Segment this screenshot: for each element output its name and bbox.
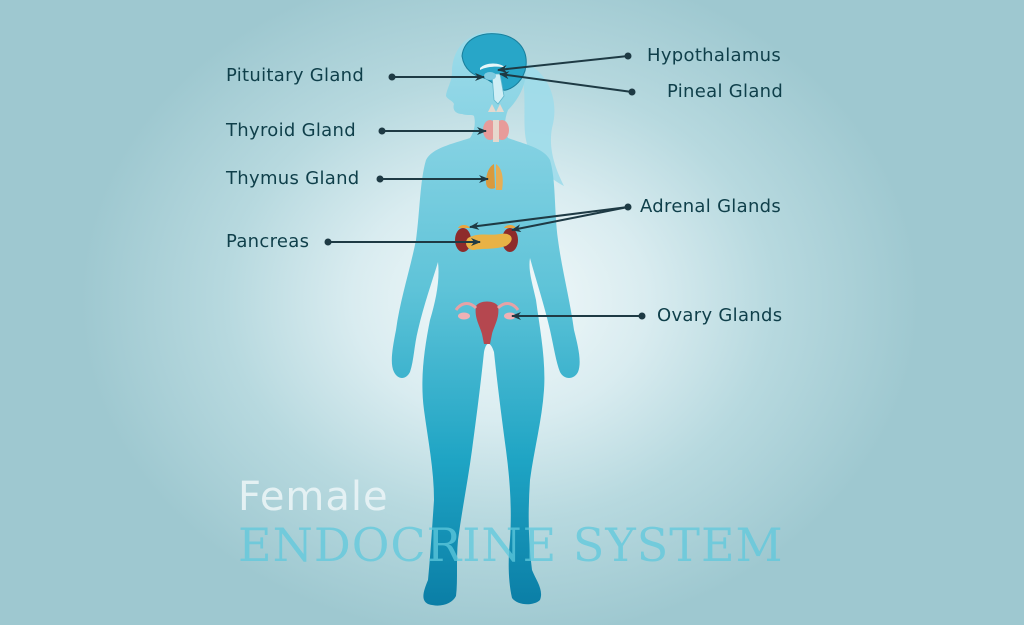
adrenal-right-leader-line bbox=[511, 206, 629, 233]
thymus-dot bbox=[376, 175, 384, 183]
label-ovary-glands: Ovary Glands bbox=[657, 305, 783, 326]
pineal-leader-line bbox=[499, 71, 633, 93]
label-thymus-gland: Thymus Gland bbox=[226, 168, 360, 189]
label-pineal-gland: Pineal Gland bbox=[667, 81, 784, 102]
title-female: Female bbox=[238, 474, 389, 520]
pituitary-dot bbox=[388, 73, 396, 81]
label-adrenal-glands: Adrenal Glands bbox=[640, 196, 782, 217]
ovary-dot bbox=[638, 312, 646, 320]
pineal-dot bbox=[628, 88, 636, 96]
hypothalamus-leader-line bbox=[497, 55, 629, 74]
label-thyroid-gland: Thyroid Gland bbox=[226, 120, 356, 141]
leader-lines bbox=[328, 55, 642, 320]
thyroid-dot bbox=[378, 127, 386, 135]
hypothalamus-dot bbox=[624, 52, 632, 60]
label-pancreas: Pancreas bbox=[226, 231, 310, 252]
leader-dots bbox=[324, 52, 646, 320]
hair-shape bbox=[520, 60, 564, 186]
brainstem-shape bbox=[491, 73, 505, 105]
label-hypothalamus: Hypothalamus bbox=[647, 45, 782, 66]
adrenal-left-leader-line bbox=[469, 206, 629, 230]
pituitary-shape bbox=[484, 72, 496, 80]
thyroid-icon bbox=[483, 104, 509, 142]
label-pituitary-gland: Pituitary Gland bbox=[226, 65, 365, 86]
adrenal-dot bbox=[624, 203, 632, 211]
pancreas-dot bbox=[324, 238, 332, 246]
title-endocrine-system: ENDOCRINE SYSTEM bbox=[238, 518, 784, 572]
